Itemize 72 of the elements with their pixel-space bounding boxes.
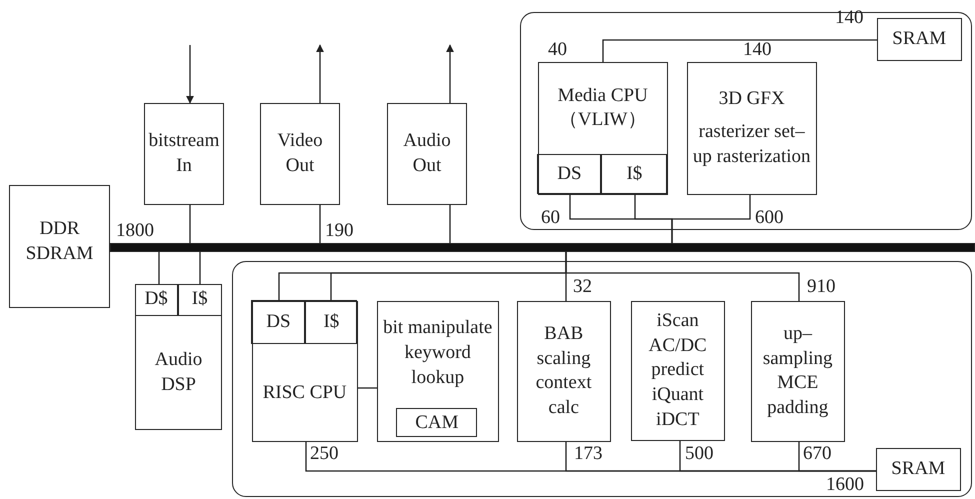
connector-line bbox=[199, 252, 201, 284]
bandwidth-number: 140 bbox=[743, 40, 772, 59]
block-box bbox=[516, 300, 611, 442]
bus-bar bbox=[110, 243, 975, 252]
arrow bbox=[316, 44, 324, 103]
block-box bbox=[876, 448, 961, 491]
bandwidth-number: 600 bbox=[755, 208, 784, 227]
connector-line bbox=[449, 205, 451, 243]
block-box bbox=[538, 62, 668, 195]
connector-line bbox=[189, 205, 191, 243]
block-label: rasterizer set–up rasterization bbox=[692, 120, 812, 169]
bandwidth-number: 910 bbox=[807, 277, 836, 296]
arrow bbox=[446, 44, 454, 103]
block-box bbox=[750, 300, 845, 442]
block-box bbox=[376, 300, 499, 442]
block-box bbox=[260, 103, 340, 205]
block-label: BAB scaling context calc bbox=[534, 322, 593, 420]
block-label: iScan AC/DC predict iQuant iDCT bbox=[648, 308, 708, 432]
block-label: bitstream In bbox=[148, 129, 220, 178]
connector-line bbox=[671, 195, 751, 243]
block-label: CAM bbox=[414, 410, 460, 435]
block-label: Audio Out bbox=[402, 129, 452, 178]
panel-frame bbox=[232, 261, 972, 497]
block-box bbox=[686, 62, 817, 195]
bandwidth-number: 40 bbox=[548, 40, 567, 59]
connector-line bbox=[565, 252, 800, 301]
block-box bbox=[601, 154, 668, 194]
connector-line bbox=[319, 205, 321, 243]
block-label: up–sampling MCE padding bbox=[762, 322, 834, 420]
bandwidth-number: 250 bbox=[310, 444, 338, 463]
block-label: RISC CPU bbox=[262, 380, 348, 405]
block-box bbox=[178, 284, 222, 316]
block-label: DDR SDRAM bbox=[24, 216, 94, 266]
arrow bbox=[186, 45, 194, 104]
block-box bbox=[135, 284, 222, 430]
block-label: 3D GFX bbox=[718, 87, 786, 112]
block-label: Audio DSP bbox=[154, 348, 204, 397]
connector-line bbox=[602, 39, 877, 62]
bandwidth-number: 173 bbox=[574, 444, 602, 463]
bandwidth-number: 1600 bbox=[826, 475, 864, 494]
bandwidth-number: 1800 bbox=[116, 221, 154, 240]
panel-frame bbox=[520, 12, 972, 230]
connector-line bbox=[798, 442, 876, 472]
block-box bbox=[251, 300, 306, 344]
block-label: SRAM bbox=[891, 26, 948, 51]
block-box bbox=[630, 300, 725, 441]
block-label: I$ bbox=[322, 310, 340, 334]
connector-line bbox=[358, 387, 377, 389]
block-label: SRAM bbox=[890, 456, 946, 481]
block-box bbox=[876, 18, 962, 61]
block-label: DS bbox=[556, 162, 583, 186]
block-box bbox=[134, 284, 178, 316]
block-label: I$ bbox=[625, 162, 644, 186]
bandwidth-number: 500 bbox=[685, 444, 714, 463]
block-box bbox=[387, 103, 467, 205]
bandwidth-number: 670 bbox=[803, 444, 832, 463]
block-box bbox=[9, 185, 110, 308]
bandwidth-number: 32 bbox=[573, 277, 592, 296]
bandwidth-number: 60 bbox=[541, 208, 560, 227]
connector-line bbox=[158, 252, 160, 284]
block-label: bit manipulate keyword lookup bbox=[382, 316, 494, 390]
block-box bbox=[537, 154, 602, 194]
block-box bbox=[144, 103, 224, 205]
block-box bbox=[305, 300, 358, 344]
block-label: Media CPU （VLIW） bbox=[556, 84, 649, 132]
block-label: DS bbox=[265, 310, 292, 334]
block-label: I$ bbox=[190, 287, 209, 312]
block-label: D$ bbox=[144, 287, 169, 312]
block-box bbox=[396, 408, 478, 438]
block-label: Video Out bbox=[276, 129, 324, 178]
block-box bbox=[252, 300, 358, 442]
bandwidth-number: 190 bbox=[325, 221, 354, 240]
